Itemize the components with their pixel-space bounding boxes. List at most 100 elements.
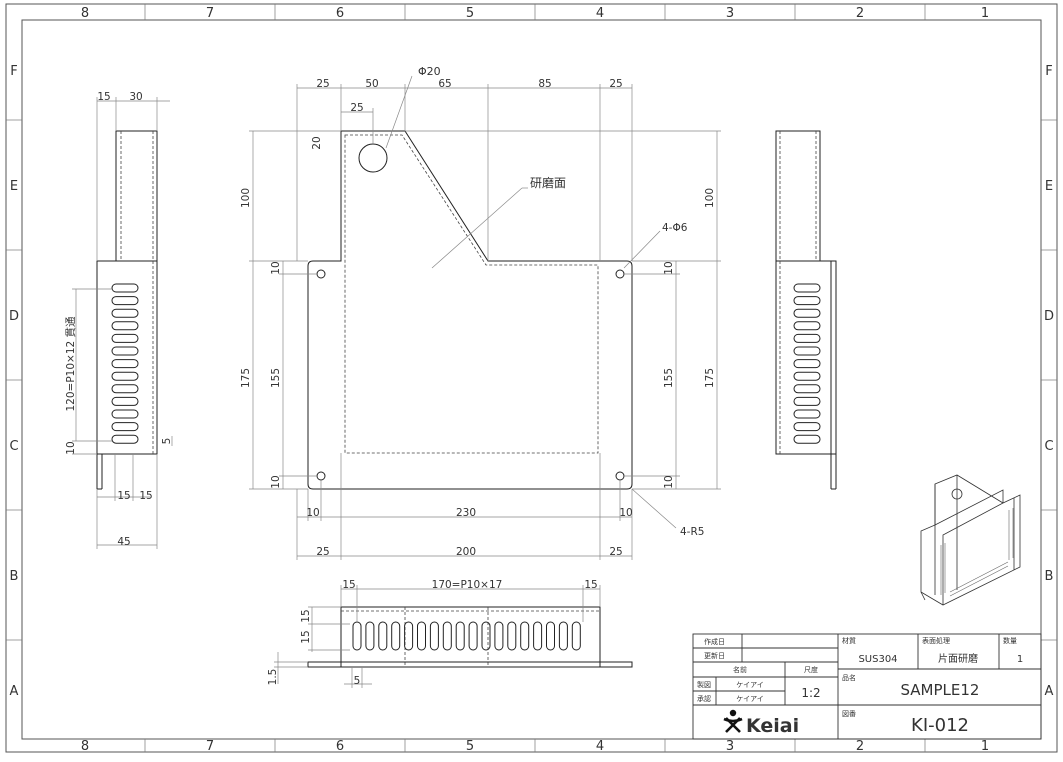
dim-top-85: 85 bbox=[538, 78, 551, 90]
zone-col-8-bottom: 8 bbox=[81, 739, 89, 754]
dim-top-65: 65 bbox=[438, 78, 451, 90]
bottom-slot bbox=[481, 621, 491, 651]
dim-hole-x: 25 bbox=[350, 102, 363, 114]
right-slot bbox=[793, 321, 821, 331]
left-slot bbox=[111, 333, 139, 343]
bottom-slot bbox=[571, 621, 581, 651]
right-slot bbox=[793, 346, 821, 356]
dim-left-10a: 10 bbox=[270, 261, 282, 274]
left-slot bbox=[111, 371, 139, 381]
bottom-slot bbox=[494, 621, 504, 651]
zone-col-3-top: 3 bbox=[726, 6, 734, 21]
dim-top-50: 50 bbox=[365, 78, 378, 90]
zone-labels: 8 7 6 5 4 3 2 1 8 7 6 5 4 3 2 1 F E D C … bbox=[9, 6, 1054, 754]
bottom-slot bbox=[546, 621, 555, 651]
tb-drawing-no: KI-012 bbox=[911, 715, 969, 736]
dim-side-45: 45 bbox=[117, 536, 130, 548]
zone-col-1-bottom: 1 bbox=[981, 739, 989, 754]
dim-right-100: 100 bbox=[704, 188, 716, 208]
left-slot bbox=[111, 346, 139, 356]
left-slot bbox=[111, 308, 139, 318]
tb-drawn-by: ケイアイ bbox=[736, 681, 764, 689]
right-slot bbox=[793, 396, 821, 406]
dim-right-155: 155 bbox=[663, 368, 675, 388]
dim-bottom-25b: 25 bbox=[609, 546, 622, 558]
zone-row-e-left: E bbox=[10, 179, 18, 194]
tb-drawn-label: 製図 bbox=[697, 680, 711, 689]
label-surface: 研磨面 bbox=[530, 176, 566, 190]
dim-bottom-10b: 10 bbox=[619, 507, 632, 519]
dim-bottom-15b: 15 bbox=[584, 579, 597, 591]
zone-row-b-right: B bbox=[1045, 569, 1054, 584]
bottom-slot bbox=[391, 621, 401, 651]
dim-side-15b: 15 bbox=[139, 490, 152, 502]
zone-col-8-top: 8 bbox=[81, 6, 89, 21]
tb-name-label: 名前 bbox=[733, 665, 747, 674]
zone-row-a-left: A bbox=[10, 684, 19, 699]
zone-row-c-left: C bbox=[9, 439, 18, 454]
right-slot bbox=[793, 296, 821, 306]
isometric-view bbox=[920, 474, 1021, 606]
right-slot bbox=[793, 308, 821, 318]
leader-radius bbox=[631, 488, 677, 529]
tb-qty: 1 bbox=[1017, 654, 1023, 665]
right-side-view bbox=[775, 130, 837, 490]
zone-col-4-top: 4 bbox=[596, 6, 604, 21]
front-hidden-border bbox=[344, 134, 599, 454]
dim-left-155: 155 bbox=[270, 368, 282, 388]
front-left-dimensions bbox=[249, 130, 341, 490]
tb-created-label: 作成日 bbox=[704, 637, 725, 646]
tb-scale-label: 尺度 bbox=[804, 665, 818, 674]
tb-qty-label: 数量 bbox=[1003, 636, 1017, 645]
front-outline bbox=[307, 130, 633, 490]
zone-row-d-left: D bbox=[9, 309, 19, 324]
zone-col-4-bottom: 4 bbox=[596, 739, 604, 754]
tb-material-label: 材質 bbox=[842, 636, 856, 645]
tb-approved-label: 承認 bbox=[697, 694, 711, 703]
right-slot bbox=[793, 434, 821, 444]
right-side-upper bbox=[775, 130, 821, 262]
front-view: 25 50 65 85 25 25 20 Φ20 100 175 155 10 … bbox=[240, 65, 721, 560]
right-slot bbox=[793, 371, 821, 381]
right-slot bbox=[793, 359, 821, 369]
left-side-view: 15 30 120=P10×12 貫通 10 5 15 15 45 bbox=[65, 91, 173, 549]
tb-updated-label: 更新日 bbox=[704, 651, 725, 660]
dim-hole-y: 20 bbox=[311, 136, 323, 149]
left-slot bbox=[111, 422, 139, 432]
zone-col-6-bottom: 6 bbox=[336, 739, 344, 754]
hole-phi20 bbox=[358, 143, 388, 173]
zone-col-2-bottom: 2 bbox=[856, 739, 864, 754]
left-slot-group bbox=[111, 283, 139, 444]
bottom-slot bbox=[507, 621, 517, 651]
tb-finish: 片面研磨 bbox=[938, 652, 978, 665]
bottom-slot bbox=[429, 621, 439, 651]
dim-right-175: 175 bbox=[704, 368, 716, 388]
zone-row-a-right: A bbox=[1045, 684, 1054, 699]
zone-col-5-bottom: 5 bbox=[466, 739, 474, 754]
right-side-lower bbox=[775, 260, 837, 455]
title-block: 作成日 更新日 名前 尺度 製図 承認 ケイアイ ケイアイ 材質 表面処理 数量… bbox=[692, 633, 1042, 740]
dim-left-100: 100 bbox=[240, 188, 252, 208]
leader-holes bbox=[623, 230, 661, 269]
zone-row-e-right: E bbox=[1045, 179, 1053, 194]
dim-bottom-25a: 25 bbox=[316, 546, 329, 558]
zone-row-d-right: D bbox=[1044, 309, 1054, 324]
bottom-slot bbox=[520, 621, 530, 651]
bottom-slot bbox=[533, 621, 543, 651]
front-top-dimensions bbox=[296, 84, 633, 261]
left-slot bbox=[111, 434, 139, 444]
zone-row-b-left: B bbox=[10, 569, 19, 584]
zone-col-6-top: 6 bbox=[336, 6, 344, 21]
bottom-slot bbox=[404, 621, 414, 651]
right-slot bbox=[793, 333, 821, 343]
left-slot bbox=[111, 296, 139, 306]
right-slot bbox=[793, 384, 821, 394]
dim-right-10a: 10 bbox=[663, 261, 675, 274]
left-slot bbox=[111, 409, 139, 419]
label-phi20: Φ20 bbox=[418, 65, 441, 78]
leader-surface bbox=[431, 187, 523, 269]
tb-part-label: 品名 bbox=[842, 673, 856, 682]
bottom-body bbox=[340, 606, 601, 668]
leader-phi20 bbox=[385, 75, 413, 149]
